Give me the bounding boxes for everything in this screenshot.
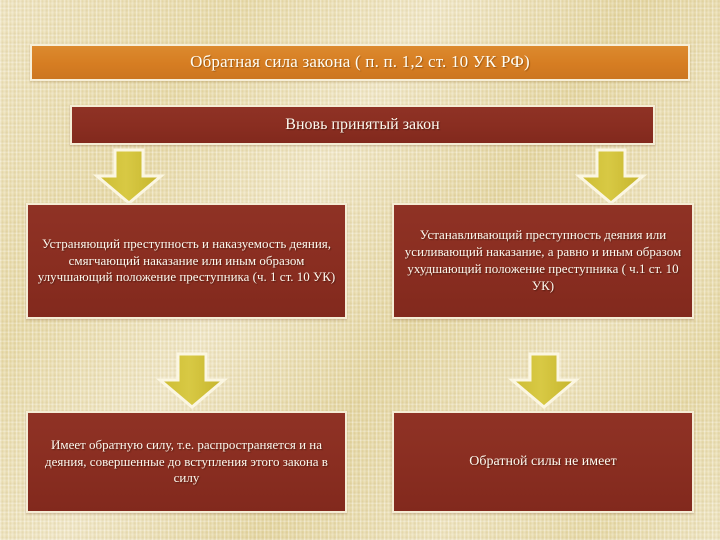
slide-title: Обратная сила закона ( п. п. 1,2 ст. 10 … — [190, 52, 530, 72]
node-no-retroactive-force: Обратной силы не имеет — [392, 411, 694, 513]
slide-title-bar: Обратная сила закона ( п. п. 1,2 ст. 10 … — [30, 44, 690, 81]
node-mitigating-law-label: Устраняющий преступность и наказуемость … — [37, 235, 336, 285]
node-has-retroactive-force: Имеет обратную силу, т.е. распространяет… — [26, 411, 347, 513]
node-mitigating-law: Устраняющий преступность и наказуемость … — [26, 203, 347, 319]
down-arrow-icon-bottom-left — [156, 352, 228, 410]
node-new-law-label: Вновь принятый закон — [285, 115, 440, 133]
down-arrow-icon-top-right — [575, 148, 647, 206]
node-aggravating-law-label: Устанавливающий преступность деяния или … — [404, 227, 682, 293]
node-no-retroactive-force-label: Обратной силы не имеет — [469, 453, 617, 469]
node-aggravating-law: Устанавливающий преступность деяния или … — [392, 203, 694, 319]
node-has-retroactive-force-label: Имеет обратную силу, т.е. распространяет… — [45, 436, 328, 486]
down-arrow-icon-top-left — [93, 148, 165, 206]
down-arrow-icon-bottom-right — [508, 352, 580, 410]
node-new-law: Вновь принятый закон — [70, 105, 655, 145]
